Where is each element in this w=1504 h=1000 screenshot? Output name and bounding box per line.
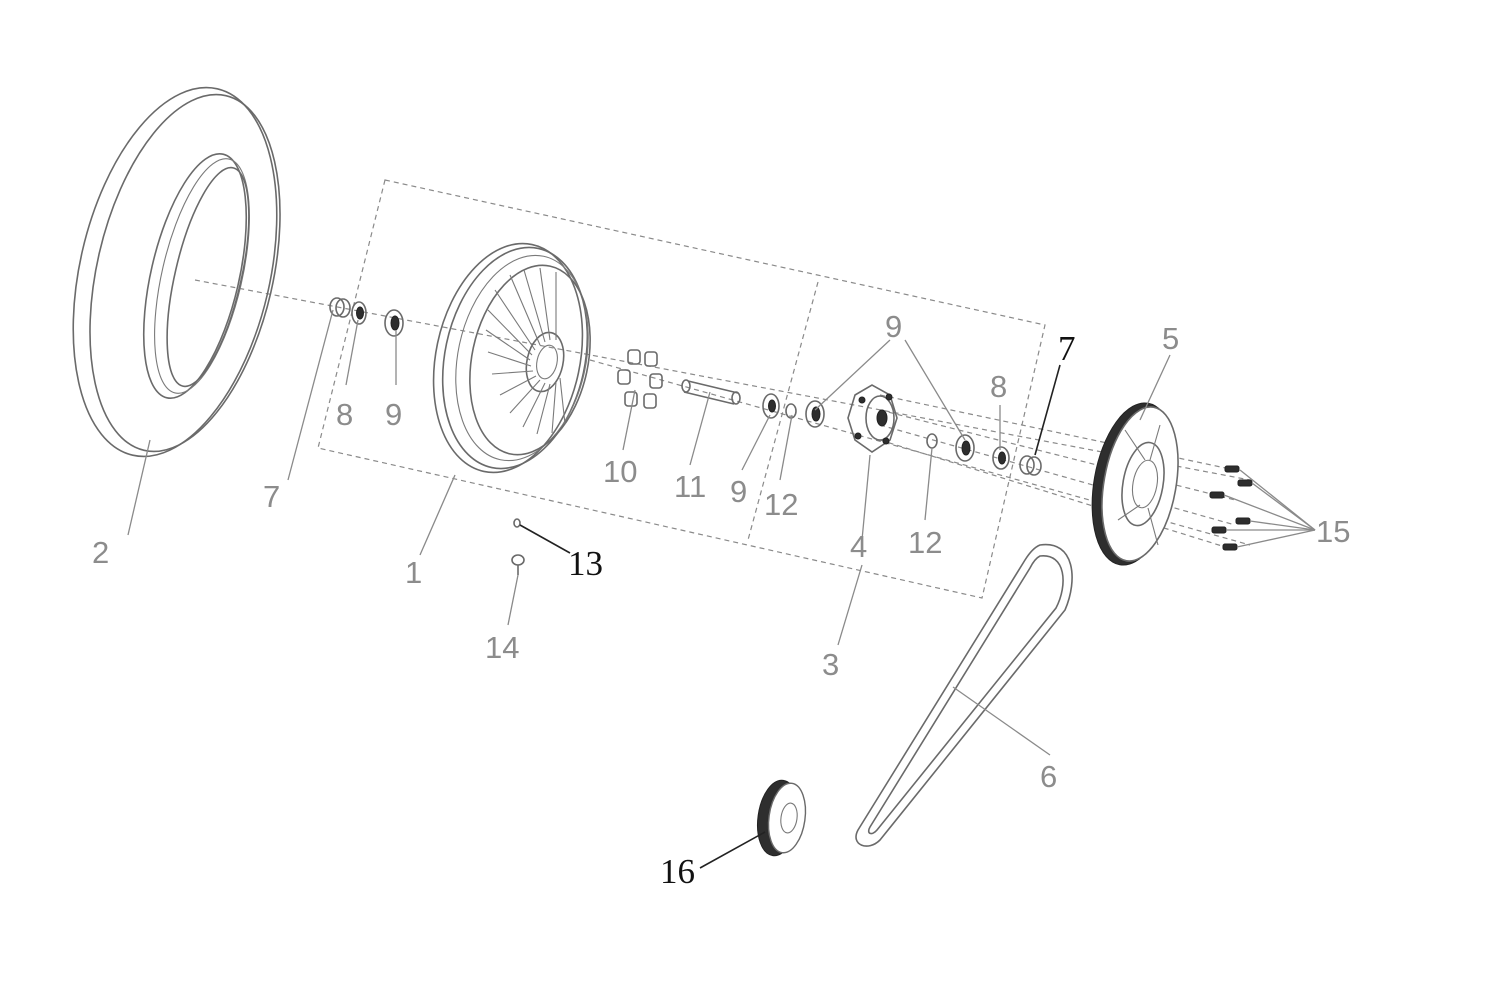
callout-12-mid: 12 bbox=[764, 487, 798, 522]
callout-8-left: 8 bbox=[336, 397, 353, 432]
callout-9-right: 9 bbox=[885, 309, 902, 344]
callout-16: 16 bbox=[660, 852, 695, 891]
assembly-boundary-boxes bbox=[317, 179, 1046, 599]
seal-8-right bbox=[992, 446, 1010, 470]
callout-2: 2 bbox=[92, 535, 109, 570]
callout-4: 4 bbox=[850, 529, 867, 564]
callout-labels: 2 1 7 8 9 10 11 9 12 9 4 12 8 7 5 15 3 6… bbox=[92, 309, 1350, 891]
tire bbox=[72, 86, 281, 458]
wheel-rim bbox=[432, 242, 591, 474]
callout-11: 11 bbox=[674, 469, 706, 504]
spacer-7-left bbox=[329, 297, 351, 318]
bearing-9-mid bbox=[762, 393, 780, 419]
damper-rubbers bbox=[617, 349, 663, 409]
callout-14: 14 bbox=[485, 630, 519, 665]
spacer-7-right bbox=[1019, 455, 1042, 476]
callout-1: 1 bbox=[405, 555, 422, 590]
leader-lines bbox=[127, 309, 1316, 869]
collar-tube bbox=[681, 379, 741, 405]
driven-pulley bbox=[1091, 402, 1179, 566]
callout-5: 5 bbox=[1162, 321, 1179, 356]
valve-and-screw bbox=[511, 518, 525, 575]
callout-13: 13 bbox=[568, 544, 603, 583]
callout-10: 10 bbox=[603, 454, 637, 489]
callout-3: 3 bbox=[822, 647, 839, 682]
sprocket-hub bbox=[847, 384, 898, 453]
callout-6: 6 bbox=[1040, 759, 1057, 794]
drive-belt bbox=[855, 543, 1073, 847]
drive-pulley bbox=[757, 779, 807, 857]
callout-7-right: 7 bbox=[1058, 329, 1076, 368]
bearing-9-left bbox=[384, 309, 404, 337]
seal-8-left bbox=[351, 301, 367, 325]
callout-7-left: 7 bbox=[263, 479, 280, 514]
callout-12-right: 12 bbox=[908, 525, 942, 560]
callout-15: 15 bbox=[1316, 514, 1350, 549]
bearing-9-right bbox=[955, 434, 975, 462]
callout-8-right: 8 bbox=[990, 369, 1007, 404]
callout-9-left: 9 bbox=[385, 397, 402, 432]
callout-9-mid: 9 bbox=[730, 474, 747, 509]
pulley-bolts bbox=[1209, 465, 1253, 551]
bearing-9-sprocket bbox=[805, 400, 825, 428]
